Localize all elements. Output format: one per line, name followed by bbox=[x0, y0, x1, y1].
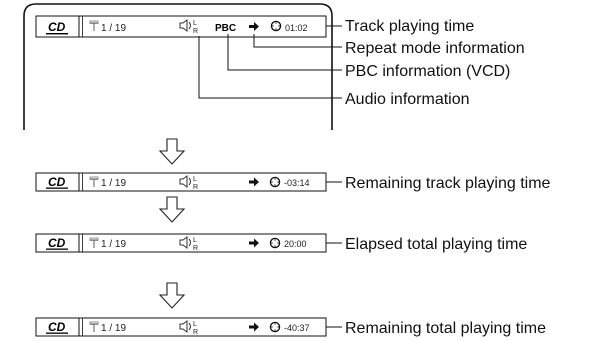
track-number: 1 / 19 bbox=[101, 23, 126, 34]
down-arrow-1 bbox=[159, 138, 185, 165]
down-arrow-3 bbox=[159, 282, 185, 309]
time-display: -03:14 bbox=[284, 178, 310, 188]
osd-bar-elapsed-total: CD 1 / 19 L R 20:00 Elapsed total playin… bbox=[35, 233, 527, 253]
cd-logo: CD bbox=[48, 175, 66, 189]
callout-label: Elapsed total playing time bbox=[345, 236, 527, 253]
osd-bar-top: CD 1 / 19 L R PBC 01:02 bbox=[35, 15, 327, 38]
time-display: -40:37 bbox=[284, 323, 310, 333]
pbc-indicator: PBC bbox=[215, 23, 236, 34]
audio-r: R bbox=[193, 245, 198, 252]
callout-lines-top bbox=[198, 25, 342, 99]
audio-l: L bbox=[193, 237, 197, 244]
track-number: 1 / 19 bbox=[101, 239, 126, 250]
audio-r: R bbox=[193, 329, 198, 336]
cd-logo: CD bbox=[48, 20, 66, 34]
callout-repeat-mode: Repeat mode information bbox=[345, 40, 525, 57]
cd-logo: CD bbox=[48, 320, 66, 334]
osd-bar-remaining-track: CD 1 / 19 L R -03:14 Remaining track pla… bbox=[35, 172, 551, 192]
down-arrow-2 bbox=[159, 196, 185, 223]
track-number: 1 / 19 bbox=[101, 323, 126, 334]
audio-l: L bbox=[193, 321, 197, 328]
callout-labels-top: Track playing time Repeat mode informati… bbox=[345, 18, 525, 108]
time-display: 01:02 bbox=[285, 23, 308, 33]
callout-label: Remaining track playing time bbox=[345, 175, 551, 192]
callout-pbc-information: PBC information (VCD) bbox=[345, 63, 510, 80]
callout-track-playing-time: Track playing time bbox=[345, 18, 474, 35]
audio-r: R bbox=[193, 28, 198, 35]
callout-label: Remaining total playing time bbox=[345, 320, 546, 337]
track-number: 1 / 19 bbox=[101, 178, 126, 189]
time-display: 20:00 bbox=[284, 239, 307, 249]
tv-screen bbox=[23, 3, 333, 130]
callout-audio-information: Audio information bbox=[345, 91, 470, 108]
osd-bar-remaining-total: CD 1 / 19 L R -40:37 Remaining total pla… bbox=[35, 317, 546, 337]
audio-r: R bbox=[193, 184, 198, 191]
audio-l: L bbox=[193, 176, 197, 183]
cd-logo: CD bbox=[48, 236, 66, 250]
audio-l: L bbox=[193, 20, 197, 27]
